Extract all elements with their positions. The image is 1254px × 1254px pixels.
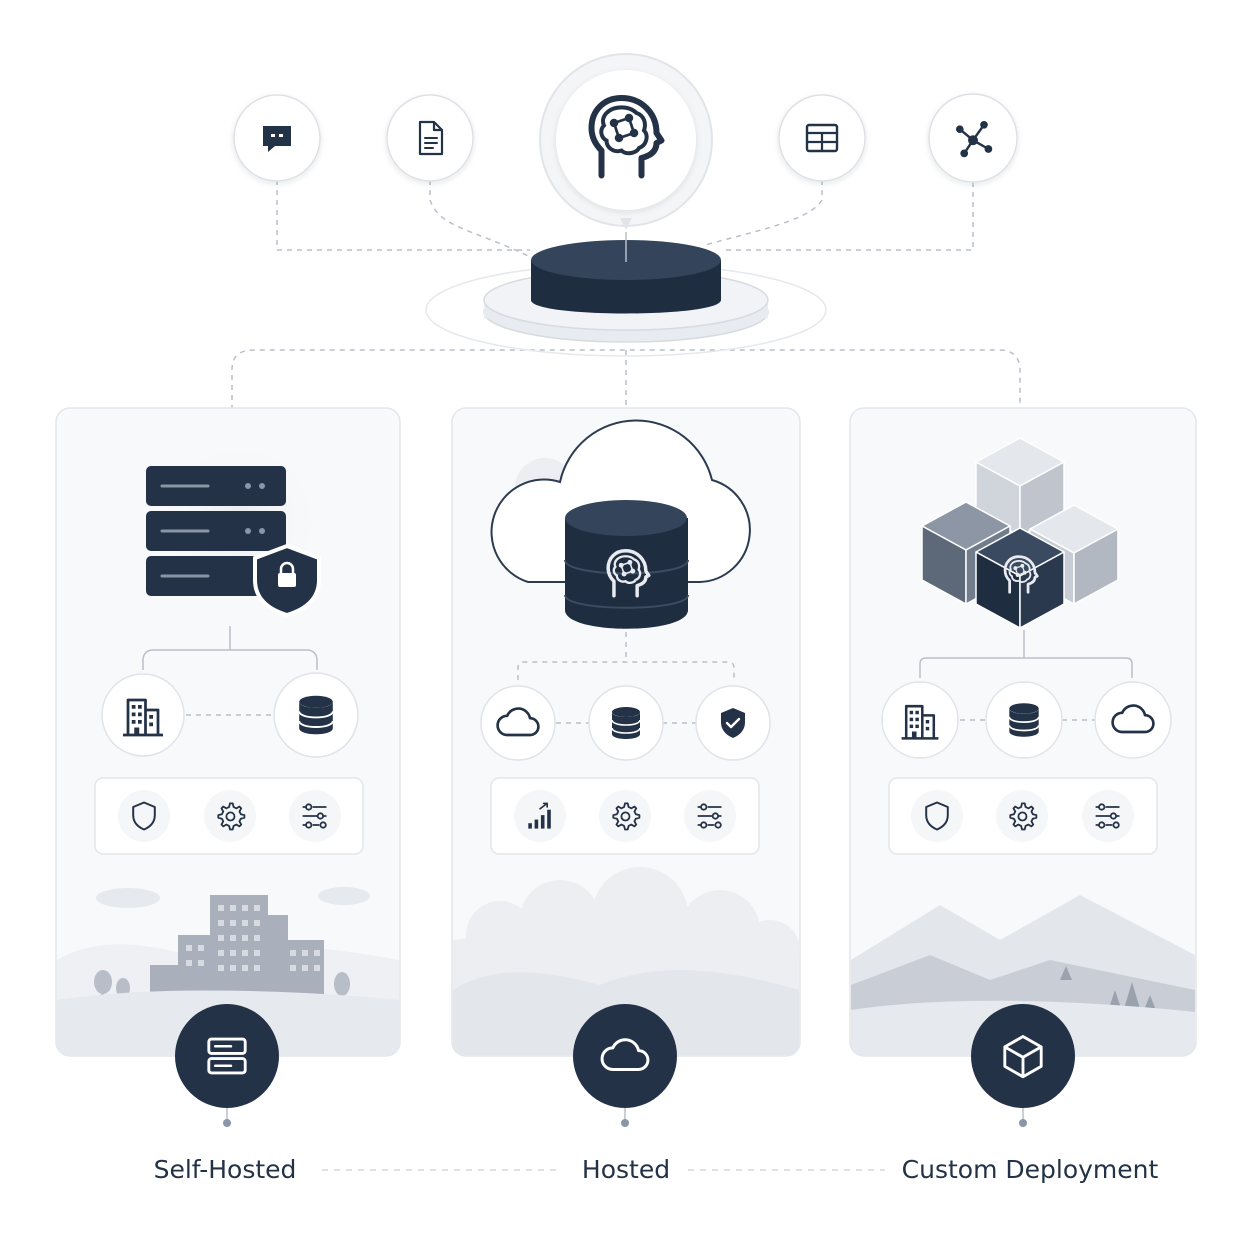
node-database [985, 681, 1063, 759]
node-cloud [480, 685, 556, 761]
tool-row [888, 777, 1158, 855]
node-building [881, 681, 959, 759]
brain-node [539, 53, 713, 230]
central-hub [425, 232, 827, 357]
source-document [386, 94, 474, 182]
node-connectors [142, 626, 1133, 724]
source-network [928, 93, 1018, 183]
badge-cube [971, 1004, 1075, 1127]
badge-cloud [573, 1004, 677, 1127]
node-building [101, 673, 185, 757]
cloud-database-icon [490, 419, 751, 629]
node-database [588, 685, 664, 761]
node-cloud [1094, 681, 1172, 759]
label-self-hosted: Self-Hosted [153, 1155, 297, 1184]
server-rack-shield-icon [146, 440, 322, 618]
tool-row [94, 777, 364, 855]
label-hosted: Hosted [581, 1155, 671, 1184]
badge-server [175, 1004, 279, 1127]
cubes-icon [921, 437, 1119, 629]
database-icon [611, 706, 641, 740]
database-icon [298, 694, 334, 736]
node-database [273, 672, 359, 758]
top-connectors [231, 180, 1021, 410]
source-table [778, 94, 866, 182]
node-shield-check [695, 685, 771, 761]
source-chat [233, 94, 321, 182]
database-icon [1008, 702, 1040, 738]
label-custom-deployment: Custom Deployment [901, 1155, 1159, 1184]
tool-row [490, 777, 760, 855]
scene-city [57, 887, 399, 1055]
